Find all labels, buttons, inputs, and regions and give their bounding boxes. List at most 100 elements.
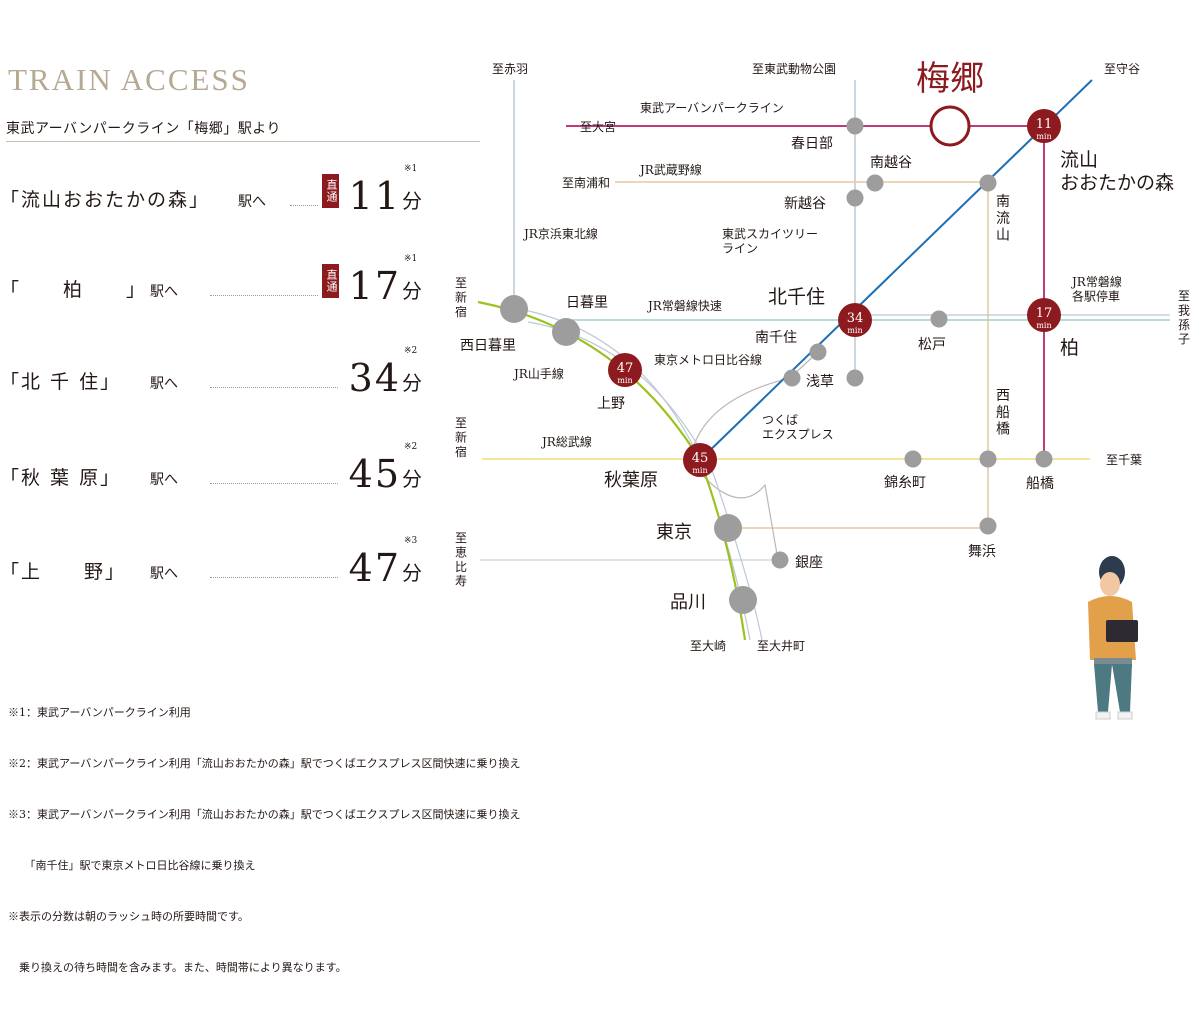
route-unit: 分 xyxy=(402,467,422,491)
label-tokyo: 東京 xyxy=(656,522,692,543)
title-divider xyxy=(6,141,480,142)
route-row: 「 柏 」 駅へ 直通 17 分 ※1 xyxy=(0,250,430,308)
label-kasukabe: 春日部 xyxy=(791,136,833,152)
route-note: ※1 xyxy=(404,254,418,264)
footnote: ※3：東武アーバンパークライン利用「流山おおたかの森」駅でつくばエクスプレス区間… xyxy=(8,808,521,821)
station-funabashi xyxy=(1035,450,1053,468)
terminus-moriya: 至守谷 xyxy=(1104,62,1140,76)
route-unit: 分 xyxy=(402,189,422,213)
route-map: 梅郷 11 min 17 min 34 min 47 min 45 min 春日… xyxy=(455,59,1190,720)
station-minamisenju xyxy=(809,343,827,361)
line-label-musashino: JR武蔵野線 xyxy=(638,162,702,177)
dot-leader xyxy=(290,205,318,206)
badge-minutes: 45 xyxy=(692,451,709,466)
route-minutes: 17 xyxy=(348,264,401,308)
label-asakusa: 浅草 xyxy=(806,374,834,390)
access-panel: TRAIN ACCESS 東武アーバンパークライン「梅郷」駅より 「流山おおたか… xyxy=(0,0,520,974)
direct-badge: 直通 xyxy=(322,264,339,298)
terminus-akabane: 至赤羽 xyxy=(492,62,528,76)
route-destination: 「秋 葉 原」 xyxy=(0,467,122,489)
label-shinkoshigaya: 新越谷 xyxy=(784,196,826,212)
label-minamikoshigaya: 南越谷 xyxy=(870,155,912,171)
footnote: 乗り換えの待ち時間を含みます。また、時間帯により異なります。 xyxy=(8,961,347,974)
badge-unit: min xyxy=(692,466,707,475)
label-akihabara: 秋葉原 xyxy=(604,470,658,491)
line-label-hibiya: 東京メトロ日比谷線 xyxy=(654,352,762,367)
time-badge-nagareyama: 11 min xyxy=(1027,109,1061,143)
route-destination: 「上 野」 xyxy=(0,561,127,583)
label-nishinippori: 西日暮里 xyxy=(460,338,516,354)
route-minutes: 45 xyxy=(348,452,401,496)
badge-unit: min xyxy=(617,376,632,385)
badge-unit: min xyxy=(1036,132,1051,141)
line-labels: 東武アーバンパークライン JR武蔵野線 JR京浜東北線 東武スカイツリーライン … xyxy=(512,101,1122,449)
station-tokyo xyxy=(714,514,742,542)
station-maihama xyxy=(979,517,997,535)
route-minutes: 47 xyxy=(348,546,401,590)
footnote: 「南千住」駅で東京メトロ日比谷線に乗り換え xyxy=(8,859,256,872)
label-nippori: 日暮里 xyxy=(566,295,608,311)
line-label-sobu: JR総武線 xyxy=(540,434,592,449)
terminus-chiba: 至千葉 xyxy=(1106,453,1142,467)
station-nishinippori xyxy=(500,295,528,323)
label-shinagawa: 品川 xyxy=(670,592,706,613)
route-row: 「上 野」 駅へ 47 分 ※3 xyxy=(0,532,430,590)
route-suffix: 駅へ xyxy=(150,566,178,582)
label-kashiwa: 柏 xyxy=(1060,337,1079,359)
terminus-shinjuku-1: 至新宿 xyxy=(455,276,467,319)
label-nishifunabashi: 西船橋 xyxy=(996,388,1010,438)
tx-line xyxy=(699,79,1093,461)
station-shinkoshigaya xyxy=(846,189,864,207)
route-destination: 「北 千 住」 xyxy=(0,371,122,393)
route-row: 「北 千 住」 駅へ 34 分 ※2 xyxy=(0,342,430,400)
station-hibiya-transfer xyxy=(783,369,801,387)
time-badge-akihabara: 45 min xyxy=(683,443,717,477)
label-ginza: 銀座 xyxy=(795,555,823,571)
station-kasukabe xyxy=(846,117,864,135)
footnote: ※2：東武アーバンパークライン利用「流山おおたかの森」駅でつくばエクスプレス区間… xyxy=(8,757,521,770)
badge-minutes: 34 xyxy=(847,311,864,326)
dot-leader xyxy=(210,577,338,578)
route-unit: 分 xyxy=(402,279,422,303)
badge-unit: min xyxy=(847,326,862,335)
route-note: ※1 xyxy=(404,164,418,174)
footnote: ※表示の分数は朝のラッシュ時の所要時間です。 xyxy=(8,910,249,923)
terminus-shinjuku-2: 至新宿 xyxy=(455,416,467,459)
terminus-tobu-zoo: 至東武動物公園 xyxy=(752,62,836,76)
label-matsudo: 松戸 xyxy=(918,337,946,353)
line-label-skytree: 東武スカイツリーライン xyxy=(722,227,818,255)
badge-minutes: 47 xyxy=(617,361,634,376)
time-badge-ueno: 47 min xyxy=(608,353,642,387)
line-label-joban-rapid: JR常磐線快速 xyxy=(646,298,722,313)
route-note: ※2 xyxy=(404,442,418,452)
route-destination: 「流山おおたかの森」 xyxy=(0,189,211,211)
route-suffix: 駅へ xyxy=(150,472,178,488)
label-minamisenju: 南千住 xyxy=(755,330,797,346)
line-label-keihin: JR京浜東北線 xyxy=(522,226,598,241)
label-maihama: 舞浜 xyxy=(968,544,996,560)
station-minamikoshigaya xyxy=(866,174,884,192)
label-nagareyama: 流山おおたかの森 xyxy=(1060,149,1174,194)
person-illustration xyxy=(1088,556,1138,720)
terminus-abiko: 至我孫子 xyxy=(1178,289,1190,346)
route-row: 「流山おおたかの森」 駅へ 直通 11 分 ※1 xyxy=(0,160,430,218)
dot-leader xyxy=(210,295,318,296)
line-label-urban-park: 東武アーバンパークライン xyxy=(640,101,784,115)
terminus-osaki: 至大崎 xyxy=(690,639,726,653)
time-badge-kitasenju: 34 min xyxy=(838,303,872,337)
route-row: 「秋 葉 原」 駅へ 45 分 ※2 xyxy=(0,438,430,496)
origin-station-marker xyxy=(929,105,971,147)
station-asakusa xyxy=(846,369,864,387)
badge-minutes: 11 xyxy=(1036,117,1053,132)
route-unit: 分 xyxy=(402,371,422,395)
badge-minutes: 17 xyxy=(1036,306,1053,321)
page-title: TRAIN ACCESS xyxy=(8,62,250,97)
station-labels: 春日部 南越谷 新越谷 南流山 流山おおたかの森 柏 北千住 松戸 南千住 浅草… xyxy=(460,136,1174,613)
route-suffix: 駅へ xyxy=(150,376,178,392)
route-minutes: 11 xyxy=(348,174,401,218)
label-funabashi: 船橋 xyxy=(1026,476,1054,492)
line-label-tx: つくばエクスプレス xyxy=(762,413,834,441)
station-minaminagareyama xyxy=(979,174,997,192)
page-subtitle: 東武アーバンパークライン「梅郷」駅より xyxy=(6,121,281,137)
station-ginza xyxy=(771,551,789,569)
